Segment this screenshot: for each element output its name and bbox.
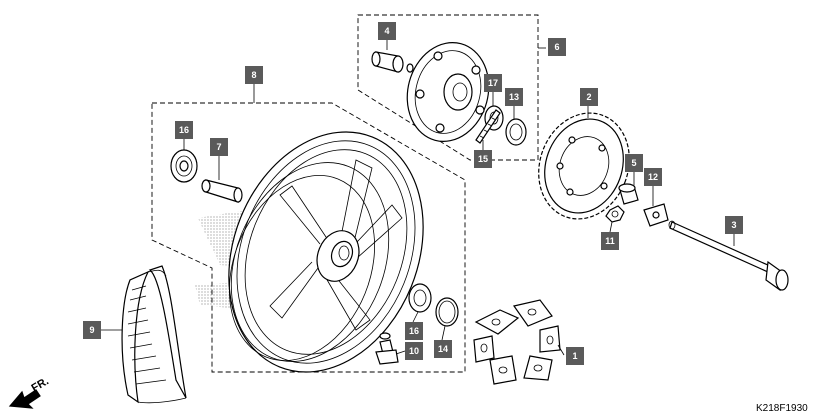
callout-6: 6 <box>548 38 566 56</box>
svg-text:17: 17 <box>488 78 498 88</box>
svg-text:16: 16 <box>179 125 189 135</box>
tire <box>121 265 187 404</box>
callout-3: 3 <box>725 216 743 234</box>
callout-13: 13 <box>505 88 523 106</box>
callout-16-left: 16 <box>175 121 193 139</box>
driven-sprocket <box>538 112 630 220</box>
rear-axle <box>668 220 789 292</box>
svg-text:5: 5 <box>631 158 636 168</box>
distance-collar <box>201 179 243 203</box>
svg-text:16: 16 <box>409 326 419 336</box>
callout-7: 7 <box>210 138 228 156</box>
callout-4: 4 <box>378 22 396 40</box>
stud-bolt <box>475 109 501 144</box>
bearing-left <box>170 149 198 183</box>
svg-text:14: 14 <box>438 344 448 354</box>
final-driven-flange <box>406 42 490 142</box>
bearing-right <box>408 283 432 313</box>
svg-text:7: 7 <box>216 142 221 152</box>
svg-text:11: 11 <box>605 236 615 246</box>
wheel-assembly-outline <box>151 102 466 373</box>
rear-wheel <box>228 131 424 373</box>
callout-17: 17 <box>484 74 502 92</box>
callout-12: 12 <box>644 168 662 186</box>
callout-14: 14 <box>434 340 452 358</box>
svg-text:12: 12 <box>648 172 658 182</box>
chain-adjuster-plate <box>643 203 669 227</box>
svg-text:6: 6 <box>554 42 559 52</box>
callout-16-right: 16 <box>405 322 423 340</box>
svg-text:13: 13 <box>509 92 519 102</box>
callout-15: 15 <box>474 150 492 168</box>
svg-text:10: 10 <box>409 346 419 356</box>
leader-lines <box>100 40 735 356</box>
diagram-code: K218F1930 <box>756 403 808 414</box>
callout-1: 1 <box>566 347 584 365</box>
flange-collar <box>371 51 414 73</box>
callout-5: 5 <box>625 154 643 172</box>
direction-label: FR. <box>30 375 51 394</box>
front-direction-arrow: FR. <box>8 375 51 409</box>
svg-text:8: 8 <box>251 70 256 80</box>
svg-text:4: 4 <box>384 26 389 36</box>
wheel-damper-rubbers <box>473 299 561 385</box>
callout-10: 10 <box>405 342 423 360</box>
callout-9: 9 <box>83 321 101 339</box>
svg-text:2: 2 <box>586 92 591 102</box>
o-ring <box>435 297 459 327</box>
tire-valve <box>375 332 399 365</box>
callout-8: 8 <box>245 66 263 84</box>
callout-11: 11 <box>601 232 619 250</box>
oil-seal <box>505 118 527 146</box>
hub-flange-outline <box>357 14 539 161</box>
callout-2: 2 <box>580 88 598 106</box>
svg-text:15: 15 <box>478 154 488 164</box>
axle-collar <box>618 183 639 205</box>
svg-text:1: 1 <box>572 351 577 361</box>
sprocket-nut <box>605 205 625 223</box>
svg-text:3: 3 <box>731 220 736 230</box>
svg-text:9: 9 <box>89 325 94 335</box>
